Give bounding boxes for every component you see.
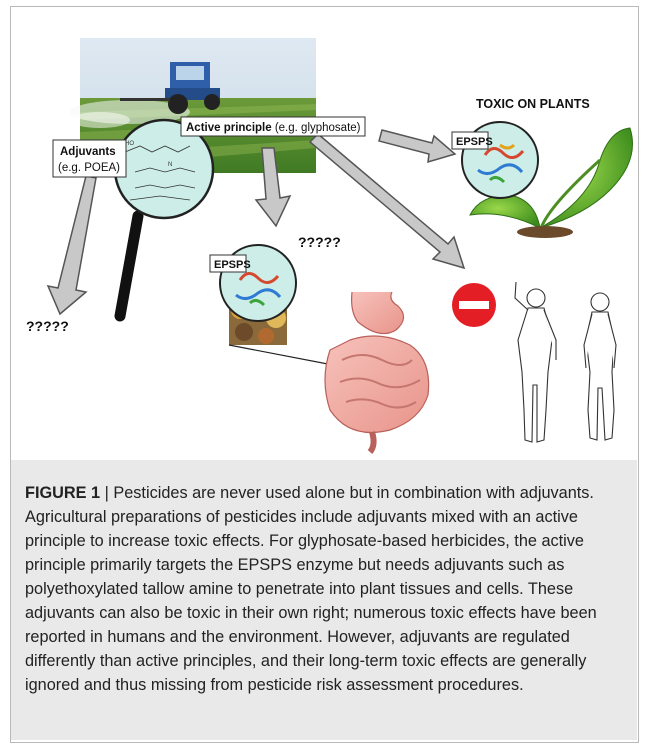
epsps-gut-lens: EPSPS <box>210 245 296 321</box>
unknown-effect-middle: ????? <box>298 234 341 250</box>
toxic-on-plants-label: TOXIC ON PLANTS <box>476 97 590 111</box>
caption-separator: | <box>100 484 113 502</box>
adjuvants-example: (e.g. POEA) <box>58 162 120 174</box>
svg-text:N: N <box>168 162 172 168</box>
arrow-to-unknown <box>48 176 96 314</box>
adjuvants-label: Adjuvants <box>60 146 116 158</box>
epsps-gut-label: EPSPS <box>214 259 251 271</box>
epsps-plant-lens: EPSPS <box>452 122 538 198</box>
active-principle-example: (e.g. glyphosate) <box>272 122 361 134</box>
human-figures <box>515 282 616 442</box>
unknown-effect-left: ????? <box>26 318 69 334</box>
figure-caption: FIGURE 1 | Pesticides are never used alo… <box>25 481 625 697</box>
digestive-tract <box>325 292 429 452</box>
caption-text: Pesticides are never used alone but in c… <box>25 484 597 694</box>
stop-sign-icon <box>452 283 496 327</box>
magnifier-glass: HO N <box>115 120 213 316</box>
active-principle-label: Active principle <box>186 122 272 134</box>
figure-label: FIGURE 1 <box>25 484 100 502</box>
epsps-plant-label: EPSPS <box>456 136 493 148</box>
svg-text:Active principle (e.g. glyphos: Active principle (e.g. glyphosate) <box>186 122 361 134</box>
arrow-to-plant <box>379 130 455 162</box>
active-principle-box: Active principle (e.g. glyphosate) <box>181 117 365 136</box>
figure-illustration: HO N EPSPS TOXIC ON PLANTS Active princi… <box>0 0 647 470</box>
adjuvants-box: Adjuvants (e.g. POEA) <box>53 140 126 177</box>
